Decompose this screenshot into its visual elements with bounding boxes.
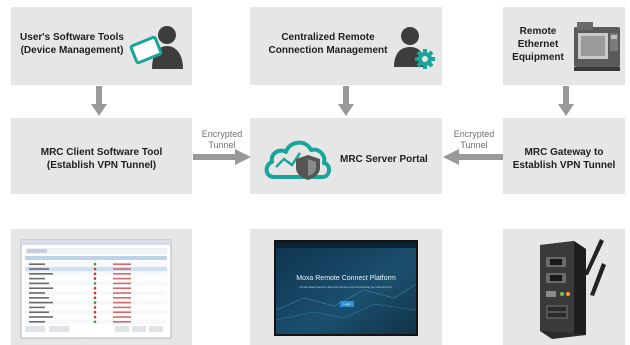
client-row-status [93, 296, 97, 300]
client-row-name [29, 321, 45, 323]
client-row-value [113, 306, 131, 309]
client-row-value [113, 297, 131, 299]
mrc-gateway-title: MRC Gateway to Establish VPN Tunnel [512, 147, 616, 171]
client-row-value [113, 282, 131, 285]
client-row-status [93, 291, 97, 295]
client-row-status [93, 277, 97, 280]
client-row-name [29, 263, 45, 265]
client-row-name [29, 301, 53, 304]
encrypted-tunnel-label-left: Encrypted Tunnel [201, 129, 243, 150]
client-row-value [113, 273, 131, 275]
user-software-tools-box [11, 7, 192, 85]
mrc-client-box [11, 118, 192, 194]
cloud-shield-icon [264, 140, 331, 180]
portal-subtext: Cloud-based Secure Remote Access and Net… [299, 285, 393, 289]
client-software-window-image [20, 239, 172, 339]
arrow-down-left [91, 86, 107, 116]
client-row-name [29, 316, 53, 318]
client-row-value [113, 277, 131, 280]
arrow-down-center [338, 86, 354, 116]
mrc-gateway-box [503, 118, 625, 194]
central-management-title: Centralized Remote Connection Management [268, 32, 388, 56]
client-row-value [113, 301, 131, 304]
client-row-status [93, 301, 97, 304]
portal-heading-text: Moxa Remote Connect Platform [296, 275, 396, 282]
client-row-status [93, 286, 97, 290]
cnc-machine-icon [574, 22, 620, 71]
user-software-tools-title: User's Software Tools (Device Management… [20, 32, 124, 56]
portal-login-button: Login [343, 302, 351, 306]
mrc-client-title: MRC Client Software Tool (Establish VPN … [40, 147, 163, 171]
client-row-value [113, 321, 131, 323]
client-row-status [93, 320, 97, 324]
client-row-status [93, 272, 97, 276]
client-row-status [93, 262, 97, 266]
arrow-right-tunnel [193, 149, 251, 165]
client-row-status [93, 267, 97, 271]
client-row-name [29, 306, 45, 309]
client-row-name [29, 297, 49, 299]
client-row-name [29, 287, 53, 289]
mrc-server-portal-box [250, 118, 442, 194]
remote-equipment-title: Remote Ethernet Equipment [512, 26, 564, 63]
mrc-server-portal-title: MRC Server Portal [340, 154, 428, 165]
user-with-gear-icon [394, 27, 435, 69]
user-with-tablet-icon [129, 26, 183, 69]
client-row-value [113, 263, 131, 265]
client-row-name [29, 282, 49, 285]
arrow-down-right [558, 86, 574, 116]
client-row-value [113, 311, 131, 313]
client-row-status [93, 315, 97, 319]
client-row-value [113, 287, 131, 289]
client-row-value [113, 292, 131, 294]
client-row-name [29, 311, 49, 313]
client-row-status [93, 310, 97, 314]
client-row-status [93, 282, 97, 285]
client-row-name [29, 277, 45, 280]
arrow-left-tunnel [443, 149, 503, 165]
client-row-value [113, 268, 131, 270]
encrypted-tunnel-label-right: Encrypted Tunnel [453, 129, 495, 150]
client-row-value [113, 316, 131, 318]
client-row-status [93, 306, 97, 309]
client-row-name [29, 268, 49, 270]
central-management-box [250, 7, 442, 85]
portal-webpage-image [274, 240, 418, 336]
gateway-device-image [540, 239, 606, 339]
client-row-name [29, 292, 45, 294]
client-row-name [29, 273, 53, 275]
